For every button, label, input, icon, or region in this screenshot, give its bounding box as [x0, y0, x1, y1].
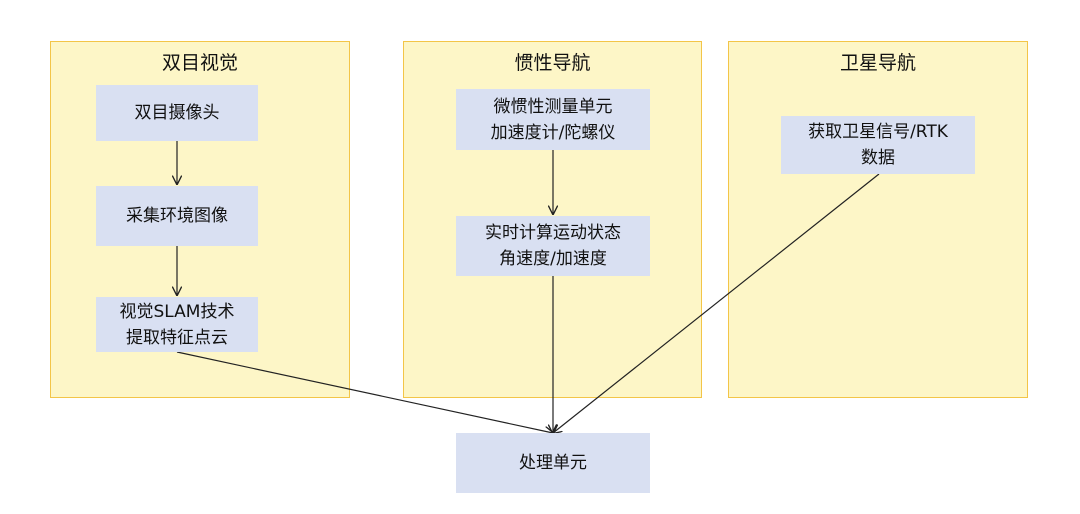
group-satellite-navigation: 卫星导航: [728, 41, 1028, 398]
node-micro-imu-line2: 加速度计/陀螺仪: [490, 122, 616, 143]
node-visual-slam-line2: 提取特征点云: [125, 327, 228, 348]
edge-gnss-to-processor: [553, 173, 880, 433]
node-micro-imu: 微惯性测量单元 加速度计/陀螺仪: [456, 89, 650, 150]
node-processing-unit: 处理单元: [456, 433, 650, 493]
node-processing-unit-label: 处理单元: [519, 453, 587, 473]
node-motion-state-line1: 实时计算运动状态: [485, 223, 621, 243]
node-binocular-camera: 双目摄像头: [96, 85, 258, 141]
edge-slam-to-processor: [176, 351, 553, 433]
node-capture-images: 采集环境图像: [96, 186, 258, 246]
node-motion-state: 实时计算运动状态 角速度/加速度: [456, 216, 650, 276]
node-satellite-signal-line2: 数据: [861, 148, 895, 168]
group-title-satellite-navigation: 卫星导航: [839, 52, 916, 74]
group-title-inertial-navigation: 惯性导航: [514, 52, 591, 74]
node-micro-imu-line1: 微惯性测量单元: [493, 96, 613, 117]
node-satellite-signal: 获取卫星信号/RTK 数据: [781, 116, 975, 174]
node-visual-slam: 视觉SLAM技术 提取特征点云: [96, 297, 258, 352]
node-capture-images-label: 采集环境图像: [126, 206, 228, 226]
group-title-binocular-vision: 双目视觉: [161, 52, 238, 74]
node-binocular-camera-label: 双目摄像头: [134, 103, 220, 123]
node-motion-state-line2: 角速度/加速度: [499, 249, 607, 269]
node-visual-slam-line1: 视觉SLAM技术: [119, 301, 235, 322]
node-satellite-signal-line1: 获取卫星信号/RTK: [808, 122, 948, 142]
